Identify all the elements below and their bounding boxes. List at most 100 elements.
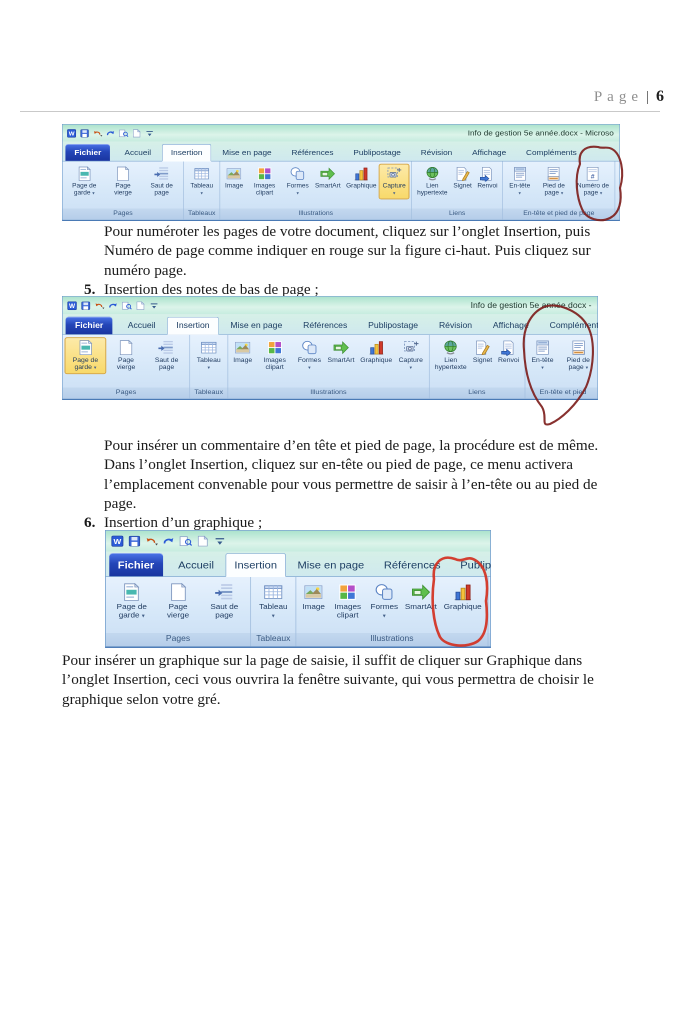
button-page-de-garde[interactable]: Page de garde ▾ [109, 581, 154, 622]
print-preview-icon[interactable] [179, 536, 193, 547]
button-image[interactable]: Image [231, 338, 254, 365]
button-formes[interactable]: Formes ▾ [368, 581, 401, 622]
customize-toolbar-icon[interactable] [149, 301, 159, 310]
button-renvoi[interactable]: Renvoi [496, 338, 522, 365]
tab-affichage[interactable]: Affichage [492, 320, 529, 331]
group-label: Illustrations [310, 388, 347, 396]
new-document-icon[interactable] [196, 535, 209, 547]
tab-accueil[interactable]: Accueil [124, 147, 152, 157]
button-smartart[interactable]: SmartArt [402, 581, 439, 613]
tab-affichage[interactable]: Affichage [472, 147, 507, 157]
customize-toolbar-icon[interactable] [145, 129, 155, 137]
group-label: Pages [115, 388, 137, 396]
button-graphique[interactable]: Graphique [441, 581, 484, 613]
new-document-icon[interactable] [132, 128, 142, 137]
tab-fichier[interactable]: Fichier [65, 144, 111, 161]
button-lien-hypertexte[interactable]: Lien hypertexte [415, 165, 450, 198]
new-document-icon[interactable] [135, 301, 145, 310]
button-page-vierge[interactable]: Page vierge [156, 581, 200, 622]
word-logo-icon[interactable]: W [67, 128, 77, 138]
redo-icon[interactable] [106, 129, 116, 137]
tab-accueil[interactable]: Accueil [178, 558, 214, 571]
button-images-clipart[interactable]: Images clipart [329, 581, 366, 622]
button-image[interactable]: Image [300, 581, 328, 613]
customize-toolbar-icon[interactable] [213, 536, 226, 547]
tab-insertion[interactable]: Insertion [225, 553, 287, 578]
tab-references[interactable]: Références [291, 147, 334, 157]
tab-fichier[interactable]: Fichier [65, 316, 113, 335]
footer-icon [570, 340, 587, 356]
group-label: Illustrations [298, 210, 334, 218]
save-icon[interactable] [80, 129, 90, 137]
undo-icon[interactable] [93, 129, 103, 137]
undo-icon[interactable] [145, 536, 158, 547]
button-lien-hypertexte[interactable]: Lien hypertexte [432, 338, 469, 372]
tab-revision[interactable]: Révision [438, 320, 473, 331]
tab-references[interactable]: Références [383, 558, 441, 571]
button-page-de-garde[interactable]: Page de garde ▾ [65, 165, 103, 199]
redo-icon[interactable] [108, 301, 118, 310]
tab-complements[interactable]: Compléments [526, 147, 577, 157]
button-graphique[interactable]: Graphique [344, 165, 378, 191]
screenshot-ribbon-graphique: W Fichier Accueil Insertion Mise en page Réfé… [105, 530, 491, 648]
button-renvoi[interactable]: Renvoi [475, 165, 499, 191]
table-icon [263, 583, 283, 602]
button-graphique[interactable]: Graphique [358, 338, 394, 365]
group-label: Pages [113, 210, 133, 218]
group-label: Liens [448, 210, 466, 218]
button-signet[interactable]: Signet [451, 165, 474, 191]
button-page-de-garde[interactable]: Page de garde ▾ [65, 338, 106, 374]
tab-insertion[interactable]: Insertion [167, 316, 219, 335]
button-capture[interactable]: Capture ▾ [379, 164, 409, 199]
tab-mise-en-page[interactable]: Mise en page [230, 320, 283, 331]
tab-revision[interactable]: Révision [420, 147, 453, 157]
button-saut-de-page[interactable]: Saut de page [143, 165, 181, 198]
button-smartart[interactable]: SmartArt [313, 165, 343, 191]
save-icon[interactable] [81, 301, 91, 310]
button-tableau[interactable]: Tableau ▾ [255, 581, 293, 622]
button-pied-de-page[interactable]: Pied de page ▾ [535, 165, 573, 199]
button-formes[interactable]: Formes ▾ [295, 338, 324, 373]
print-preview-icon[interactable] [119, 129, 129, 137]
chart-icon [353, 166, 369, 182]
button-signet[interactable]: Signet [471, 338, 495, 365]
button-page-vierge[interactable]: Page vierge [107, 338, 146, 372]
tab-fichier[interactable]: Fichier [109, 553, 163, 577]
button-tableau[interactable]: Tableau ▾ [193, 338, 225, 373]
tab-publipos[interactable]: Publipos [460, 558, 491, 571]
button-image[interactable]: Image [223, 165, 245, 191]
button-images-clipart[interactable]: Images clipart [256, 338, 294, 372]
tab-mise-en-page[interactable]: Mise en page [297, 558, 365, 571]
button-label: Formes ▾ [297, 356, 322, 371]
tab-complements[interactable]: Compléments [549, 320, 598, 331]
button-label: Page de garde ▾ [72, 182, 97, 197]
button-saut-de-page[interactable]: Saut de page [147, 338, 187, 372]
button-capture[interactable]: Capture ▾ [396, 338, 426, 373]
undo-icon[interactable] [94, 301, 105, 310]
redo-icon[interactable] [162, 536, 175, 547]
tab-publipostage[interactable]: Publipostage [353, 147, 401, 157]
tab-mise-en-page[interactable]: Mise en page [222, 147, 272, 157]
button-numero-de-page[interactable]: #Numéro de page ▾ [574, 165, 612, 199]
tab-insertion[interactable]: Insertion [161, 144, 212, 162]
save-icon[interactable] [128, 535, 141, 547]
button-pied-de-page[interactable]: Pied de page ▾ [559, 338, 598, 373]
print-preview-icon[interactable] [122, 301, 132, 310]
word-logo-icon[interactable]: W [67, 301, 77, 310]
button-page-vierge[interactable]: Page vierge [105, 165, 142, 198]
tab-accueil[interactable]: Accueil [127, 320, 156, 331]
text-line: Pour insérer un graphique sur la page de… [62, 652, 583, 669]
button-en-tete[interactable]: En-tête ▾ [528, 338, 557, 373]
button-en-tete[interactable]: En-tête ▾ [506, 165, 534, 199]
button-saut-de-page[interactable]: Saut de page [202, 581, 247, 622]
word-logo-icon[interactable]: W [111, 535, 124, 547]
button-tableau[interactable]: Tableau ▾ [187, 165, 217, 199]
button-formes[interactable]: Formes ▾ [284, 165, 312, 199]
tab-publipostage[interactable]: Publipostage [368, 320, 419, 331]
button-images-clipart[interactable]: Images clipart [247, 165, 283, 198]
button-smartart[interactable]: SmartArt [325, 338, 356, 365]
button-label: Capture ▾ [398, 356, 423, 371]
tab-references[interactable]: Références [303, 320, 348, 331]
smartart-icon [320, 166, 336, 182]
